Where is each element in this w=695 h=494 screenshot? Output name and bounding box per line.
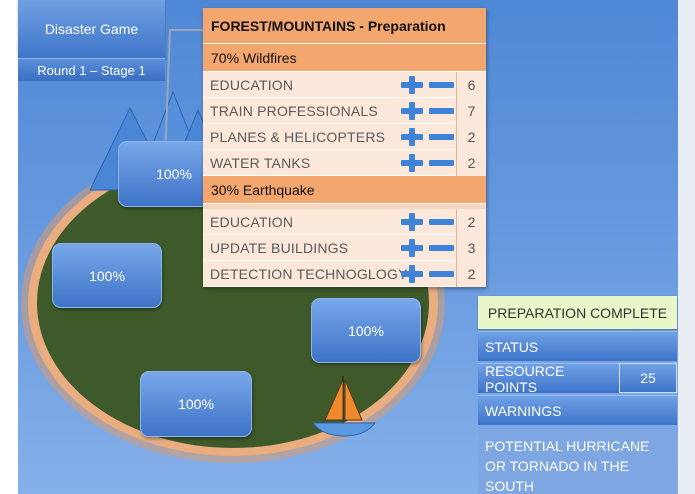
allocation-value: 6 [456, 72, 486, 98]
plus-icon[interactable] [401, 76, 423, 94]
region-east[interactable]: 100% [311, 298, 421, 363]
plus-icon[interactable] [401, 128, 423, 146]
plus-icon[interactable] [401, 154, 423, 172]
panel-leader-line [164, 29, 205, 161]
resource-points-value: 25 [619, 363, 677, 393]
resource-points-label: RESOURCE POINTS [478, 363, 619, 395]
minus-icon[interactable] [429, 102, 454, 120]
right-margin [678, 0, 695, 494]
section-heading-earthquake: 30% Earthquake [203, 176, 486, 204]
region-west[interactable]: 100% [52, 243, 162, 308]
allocation-label: EDUCATION [210, 77, 294, 93]
allocation-label: EDUCATION [210, 214, 294, 230]
minus-icon[interactable] [429, 154, 454, 172]
plus-icon[interactable] [401, 213, 423, 231]
allocation-row: DETECTION TECHNOGLOGY 2 [203, 261, 486, 287]
allocation-row: PLANES & HELICOPTERS 2 [203, 124, 486, 150]
region-south[interactable]: 100% [140, 371, 252, 437]
plus-icon[interactable] [401, 239, 423, 257]
allocation-value: 2 [456, 150, 486, 176]
plus-icon[interactable] [401, 265, 423, 283]
allocation-value: 2 [456, 261, 486, 287]
allocation-label: TRAIN PROFESSIONALS [210, 103, 378, 119]
plus-icon[interactable] [401, 102, 423, 120]
preparation-panel: FOREST/MOUNTAINS - Preparation 70% Wildf… [203, 8, 486, 287]
sailboat-icon [311, 376, 377, 437]
allocation-label: PLANES & HELICOPTERS [210, 129, 386, 145]
allocation-value: 3 [456, 235, 486, 261]
allocation-row: TRAIN PROFESSIONALS 7 [203, 98, 486, 124]
round-stage-label: Round 1 – Stage 1 [18, 58, 165, 81]
status-header: STATUS [478, 331, 677, 361]
warnings-header: WARNINGS [478, 395, 677, 425]
allocation-row: UPDATE BUILDINGS 3 [203, 235, 486, 261]
minus-icon[interactable] [429, 239, 454, 257]
allocation-row: WATER TANKS 2 [203, 150, 486, 176]
panel-title: FOREST/MOUNTAINS - Preparation [203, 8, 486, 44]
minus-icon[interactable] [429, 265, 454, 283]
allocation-value: 2 [456, 124, 486, 150]
minus-icon[interactable] [429, 76, 454, 94]
allocation-label: DETECTION TECHNOGLOGY [210, 266, 408, 282]
allocation-row: EDUCATION 2 [203, 209, 486, 235]
minus-icon[interactable] [429, 213, 454, 231]
allocation-row: EDUCATION 6 [203, 72, 486, 98]
warning-message: POTENTIAL HURRICANE OR TORNADO IN THE SO… [478, 427, 677, 494]
allocation-value: 7 [456, 98, 486, 124]
left-margin [0, 0, 18, 494]
minus-icon[interactable] [429, 128, 454, 146]
section-heading-wildfires: 70% Wildfires [203, 44, 486, 72]
game-title: Disaster Game [18, 0, 165, 58]
status-panel: PREPARATION COMPLETE STATUS RESOURCE POI… [478, 296, 677, 494]
allocation-label: WATER TANKS [210, 155, 311, 171]
preparation-complete-button[interactable]: PREPARATION COMPLETE [478, 296, 677, 329]
allocation-value: 2 [456, 209, 486, 235]
allocation-label: UPDATE BUILDINGS [210, 240, 349, 256]
